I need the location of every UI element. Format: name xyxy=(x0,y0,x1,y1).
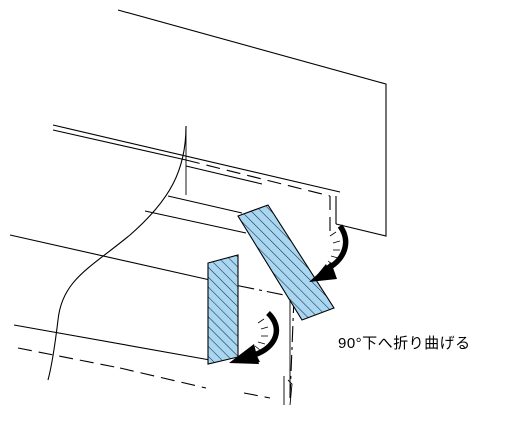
edge-guides xyxy=(283,196,331,406)
lower-tab xyxy=(207,254,239,365)
upper-tab xyxy=(237,204,335,321)
fold-instruction-label: 90°下へ折り曲げる xyxy=(338,335,471,352)
upper-panel xyxy=(117,9,387,237)
curved-arrow-icon xyxy=(229,310,280,364)
body-contour xyxy=(47,125,187,381)
rail-lines xyxy=(52,124,341,197)
curved-arrow-icon xyxy=(309,224,349,282)
